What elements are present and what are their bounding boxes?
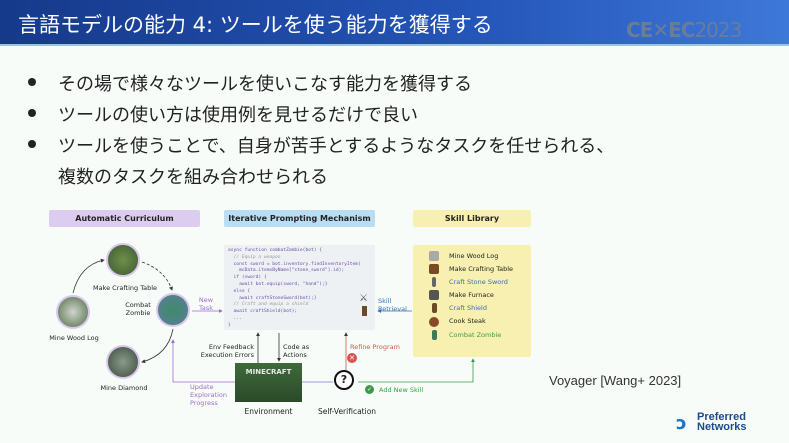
shield-icon xyxy=(362,306,367,316)
skill-item: Cook Steak xyxy=(449,317,486,325)
update-progress-label: Update Exploration Progress xyxy=(190,383,227,407)
skill-library-header: Skill Library xyxy=(413,210,531,227)
new-task-label: New Task xyxy=(198,296,214,312)
bullet-text: ツールを使うことで、自身が苦手とするようなタスクを任せられる、 xyxy=(58,136,615,157)
bullet-text: ツールの使い方は使用例を見せるだけで良い xyxy=(58,105,418,126)
automatic-curriculum-header: Automatic Curriculum xyxy=(49,210,200,227)
cedec-logo: CE✕EC2023 xyxy=(626,18,742,42)
pfn-logo-mark: ↄ xyxy=(676,413,687,434)
add-new-skill-label: Add New Skill xyxy=(379,386,424,394)
crafting-table-image xyxy=(106,243,140,277)
environment-label: Environment xyxy=(244,407,293,416)
code-block: async function combatZombie(bot) { // Eq… xyxy=(224,245,375,330)
skill-item: Combat Zombie xyxy=(449,331,502,339)
slide-title: 言語モデルの能力 4: ツールを使う能力を獲得する xyxy=(18,13,493,37)
self-verification-label: Self-Verification xyxy=(317,407,377,416)
reject-icon: ✕ xyxy=(347,353,357,363)
bullet-2: ツールの使い方は使用例を見せるだけで良い xyxy=(28,101,418,127)
check-icon: ✓ xyxy=(365,385,374,394)
zombie-image xyxy=(156,293,190,327)
minecraft-screen: MINECRAFT xyxy=(235,363,302,402)
iterative-prompting-header: Iterative Prompting Mechanism xyxy=(224,210,375,227)
diamond-image xyxy=(106,345,140,379)
skill-item: Craft Shield xyxy=(449,304,487,312)
curriculum-label: Mine Diamond xyxy=(100,384,148,392)
sword-icon: ⚔ xyxy=(359,293,368,304)
refine-program-label: Refine Program xyxy=(350,343,400,351)
code-as-actions-label: Code as Actions xyxy=(283,343,310,359)
curriculum-label: Make Crafting Table xyxy=(92,284,158,292)
curriculum-label: Combat Zombie xyxy=(125,301,151,317)
bullet-3-cont: 複数のタスクを組み合わせられる xyxy=(28,163,328,189)
wood-log-image xyxy=(56,295,90,329)
skill-item: Make Crafting Table xyxy=(449,265,514,273)
bullet-text: その場で様々なツールを使いこなす能力を獲得する xyxy=(58,74,472,95)
skill-item: Craft Stone Sword xyxy=(449,278,508,286)
magnifier-question-icon: ? xyxy=(334,370,354,390)
env-feedback-label: Env Feedback Execution Errors xyxy=(200,343,254,359)
bullet-3: ツールを使うことで、自身が苦手とするようなタスクを任せられる、 xyxy=(28,132,614,158)
bullet-1: その場で様々なツールを使いこなす能力を獲得する xyxy=(28,70,472,96)
citation: Voyager [Wang+ 2023] xyxy=(549,373,682,388)
curriculum-label: Mine Wood Log xyxy=(49,334,99,342)
skill-library-panel: Mine Wood Log Make Crafting Table Craft … xyxy=(413,245,531,357)
skill-item: Mine Wood Log xyxy=(449,252,499,260)
skill-retrieval-label: Skill Retrieval xyxy=(378,297,407,313)
slide-header: 言語モデルの能力 4: ツールを使う能力を獲得する CE✕EC2023 xyxy=(0,0,789,46)
skill-item: Make Furnace xyxy=(449,291,494,299)
bullet-text: 複数のタスクを組み合わせられる xyxy=(58,167,328,188)
